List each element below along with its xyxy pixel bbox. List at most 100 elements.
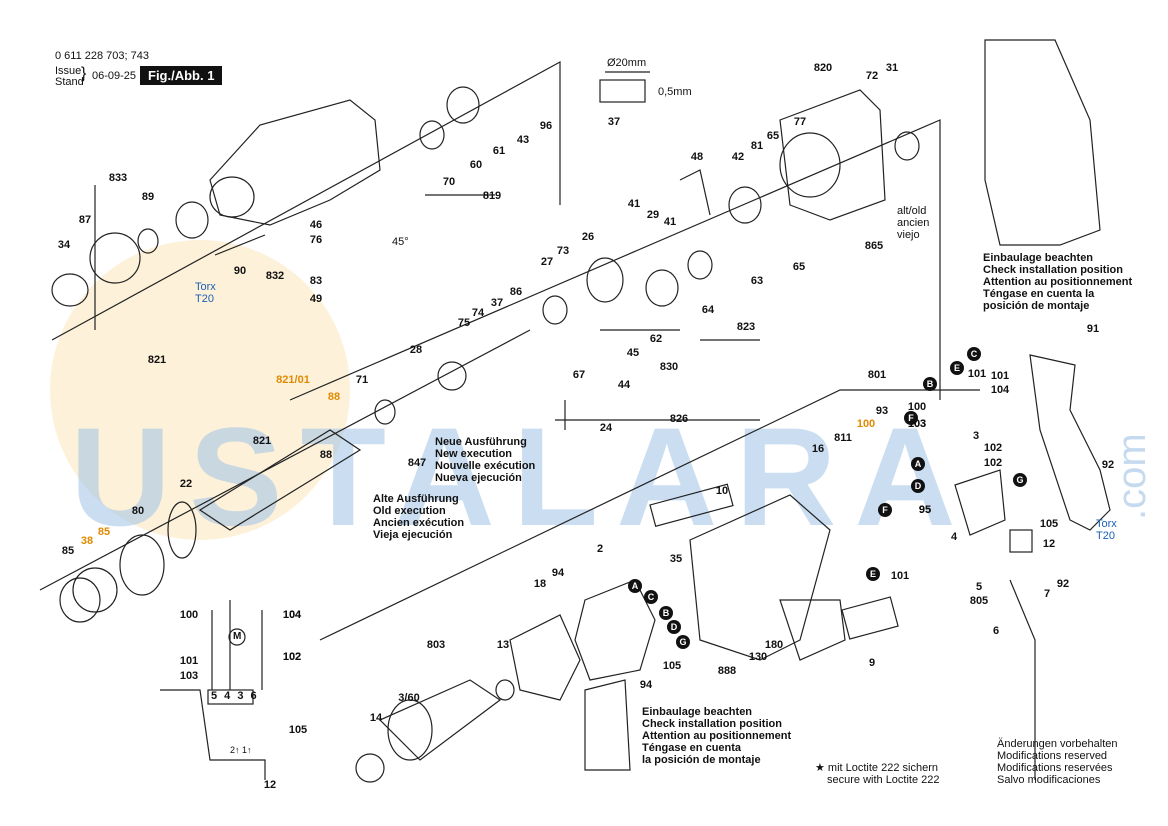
part-callout-12: 12 bbox=[1042, 538, 1056, 550]
gear-64 bbox=[687, 250, 713, 280]
old-execution-de: Alte Ausführung bbox=[373, 493, 459, 505]
part-callout-37b: 37 bbox=[490, 297, 504, 309]
part-callout-16: 16 bbox=[811, 443, 825, 455]
part-callout-77: 77 bbox=[793, 116, 807, 128]
ring-75 bbox=[437, 361, 467, 391]
new-execution-en: New execution bbox=[435, 448, 513, 460]
changes-de: Änderungen vorbehalten bbox=[997, 738, 1118, 750]
part-callout-95: 95 bbox=[918, 504, 932, 516]
label-plate-9 bbox=[841, 596, 899, 640]
part-callout-100c: 100 bbox=[907, 401, 927, 413]
connector-badge-c: C bbox=[644, 590, 658, 604]
old-execution-en: Old execution bbox=[373, 505, 446, 517]
brace: } bbox=[81, 65, 87, 82]
part-callout-61: 61 bbox=[492, 145, 506, 157]
part-callout-130: 130 bbox=[748, 651, 768, 663]
part-callout-44: 44 bbox=[617, 379, 631, 391]
part-callout-41a: 41 bbox=[627, 198, 641, 210]
gearbox-housing-shape bbox=[779, 89, 886, 221]
connector-badge-g: G bbox=[676, 635, 690, 649]
install-note-bottom: Einbaulage beachten Check installation p… bbox=[642, 706, 791, 766]
part-callout-82101: 821/01 bbox=[276, 374, 310, 386]
bracket-spindle-panel bbox=[39, 329, 531, 591]
spindle-821 bbox=[198, 429, 362, 531]
inset-tool-sketch bbox=[984, 39, 1101, 246]
part-callout-41b: 41 bbox=[663, 216, 677, 228]
part-callout-93: 93 bbox=[875, 405, 889, 417]
changes-en: Modifications reserved bbox=[997, 750, 1108, 762]
alt-old-line2: ancien bbox=[897, 217, 930, 229]
part-callout-28: 28 bbox=[409, 344, 423, 356]
gearbox-bore bbox=[779, 132, 841, 198]
loctite-note: ★ mit Loctite 222 sichern secure with Lo… bbox=[815, 762, 940, 786]
washer-38 bbox=[72, 567, 118, 613]
part-callout-85b: 85 bbox=[61, 545, 75, 557]
part-callout-102b: 102 bbox=[983, 442, 1003, 454]
part-callout-4: 4 bbox=[950, 531, 958, 543]
stand-label: Stand bbox=[55, 76, 84, 88]
install-top-3: Attention au positionnement bbox=[983, 276, 1133, 288]
part-callout-60: 60 bbox=[469, 159, 483, 171]
part-callout-180: 180 bbox=[764, 639, 784, 651]
bushing-88 bbox=[374, 399, 396, 425]
wiring-terminals: 5 4 3 6 bbox=[211, 690, 259, 702]
part-callout-42: 42 bbox=[731, 151, 745, 163]
part-callout-26: 26 bbox=[581, 231, 595, 243]
ring-85 bbox=[59, 577, 101, 623]
install-bottom-2: Check installation position bbox=[642, 718, 782, 730]
part-callout-76: 76 bbox=[309, 234, 323, 246]
connector-badge-a: A bbox=[628, 579, 642, 593]
install-note-top: Einbaulage beachten Check installation p… bbox=[983, 252, 1132, 312]
part-callout-7: 7 bbox=[1043, 588, 1051, 600]
ring-70 bbox=[419, 120, 445, 150]
part-callout-830: 830 bbox=[659, 361, 679, 373]
part-callout-100b: 100 bbox=[856, 418, 876, 430]
part-callout-103: 103 bbox=[179, 670, 199, 682]
install-top-1: Einbaulage beachten bbox=[983, 252, 1094, 264]
bearing-13 bbox=[495, 679, 515, 701]
wiring-motor: M bbox=[233, 631, 242, 642]
connector-badge-f: F bbox=[904, 411, 918, 425]
part-callout-91: 91 bbox=[1086, 323, 1100, 335]
part-callout-71: 71 bbox=[355, 374, 369, 386]
part-callout-62: 62 bbox=[649, 333, 663, 345]
part-callout-48: 48 bbox=[690, 151, 704, 163]
part-callout-24: 24 bbox=[599, 422, 613, 434]
ring-profile-37 bbox=[599, 79, 646, 103]
part-callout-803: 803 bbox=[426, 639, 446, 651]
part-callout-70: 70 bbox=[442, 176, 456, 188]
part-callout-65b: 65 bbox=[792, 261, 806, 273]
changes-fr: Modifications reservées bbox=[997, 762, 1113, 774]
tool-cap-34 bbox=[51, 273, 89, 307]
fan-baffle-18 bbox=[509, 614, 581, 701]
part-callout-49: 49 bbox=[309, 293, 323, 305]
hammer-housing-shape bbox=[209, 99, 381, 226]
part-callout-81: 81 bbox=[750, 140, 764, 152]
switch-4 bbox=[954, 469, 1006, 536]
connector-badge-e: E bbox=[866, 567, 880, 581]
part-callout-86: 86 bbox=[509, 286, 523, 298]
alt-old-note: alt/old ancien viejo bbox=[897, 205, 929, 241]
part-callout-63: 63 bbox=[750, 275, 764, 287]
part-callout-46: 46 bbox=[309, 219, 323, 231]
part-callout-821b: 821 bbox=[252, 435, 272, 447]
install-top-5: posición de montaje bbox=[983, 300, 1090, 312]
issue-label: Issue bbox=[55, 65, 82, 77]
part-callout-105c: 105 bbox=[288, 724, 308, 736]
part-callout-27: 27 bbox=[540, 256, 554, 268]
stator-2 bbox=[574, 579, 656, 681]
changes-es: Salvo modificaciones bbox=[997, 774, 1101, 786]
part-callout-100: 100 bbox=[179, 609, 199, 621]
connector-badge-b: B bbox=[659, 606, 673, 620]
issue-date: 06-09-25 bbox=[92, 70, 137, 82]
part-callout-102d: 102 bbox=[282, 651, 302, 663]
wiring-schematic bbox=[160, 600, 266, 780]
part-callout-87: 87 bbox=[78, 214, 92, 226]
connector-badge-f: F bbox=[878, 503, 892, 517]
part-callout-88a: 88 bbox=[327, 391, 341, 403]
part-callout-14: 14 bbox=[369, 712, 383, 724]
part-callout-102: 102 bbox=[282, 651, 302, 663]
part-callout-29: 29 bbox=[646, 209, 660, 221]
new-execution-es: Nueva ejecución bbox=[435, 472, 522, 484]
